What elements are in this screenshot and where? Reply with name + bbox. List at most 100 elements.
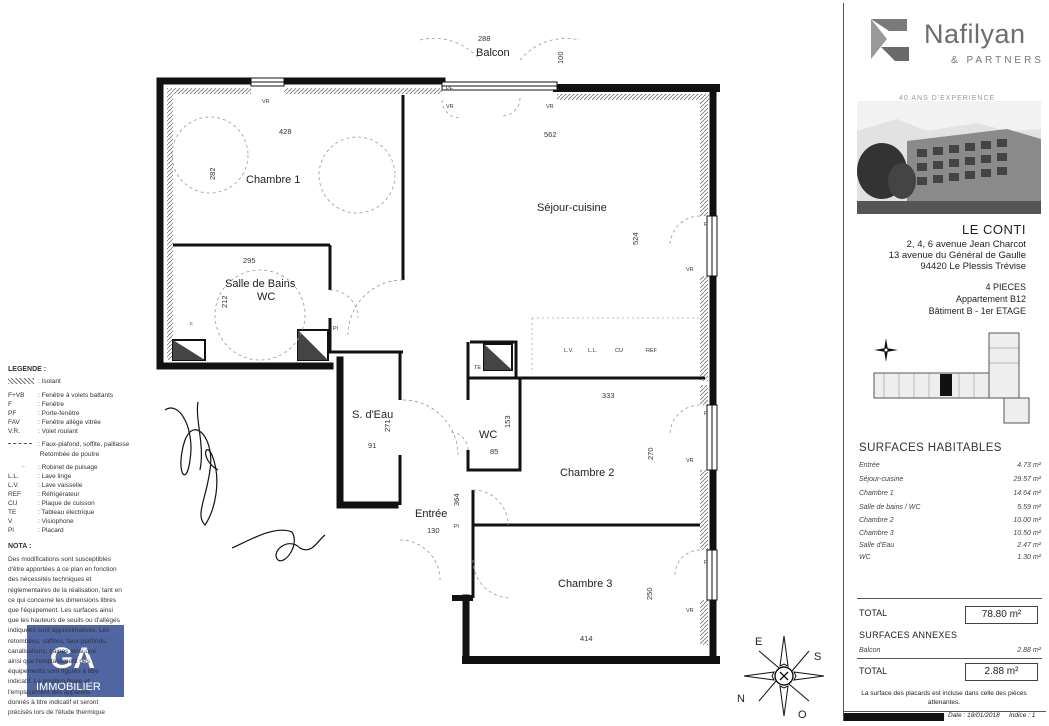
brand-mark-icon — [871, 19, 909, 61]
apartment-id: Appartement B12 — [955, 294, 1026, 304]
dim-sej-w: 562 — [544, 130, 557, 139]
brand-name: Nafilyan — [924, 19, 1026, 49]
watermark-logo: GA IMMOBILIER — [27, 625, 124, 697]
compass-e: E — [755, 636, 762, 648]
dim-ch3-h: 250 — [645, 587, 654, 600]
dim-seau-w: 91 — [368, 441, 376, 450]
tag-cu: CU — [615, 348, 623, 354]
signature-2 — [231, 529, 326, 562]
compass-letters: E S N O — [737, 636, 821, 721]
legend-item: : Faux-plafond, soffite, paillasse — [8, 441, 129, 448]
tag-vr-6: VR — [686, 608, 694, 614]
legend-item: REF: Réfrigérateur — [8, 491, 80, 498]
equipment-tags: VR PF VR VR VR VR VR F F F L.V. L.L. CU … — [190, 86, 708, 614]
legend-item: V.R.: Volet roulant — [8, 428, 78, 435]
legend-item: TE: Tableau électrique — [8, 509, 95, 516]
door-swings — [171, 38, 701, 599]
total-value: 78.80 m² — [965, 606, 1038, 624]
legend-item: F: Fenêtre — [8, 401, 65, 408]
legend-item: Retombée de poutre — [38, 451, 100, 458]
dim-sdb-w: 295 — [243, 256, 256, 265]
legend-title: LEGENDE : — [8, 366, 47, 373]
dim-ch1-w: 428 — [279, 127, 292, 136]
room-labels: Chambre 1 Séjour-cuisine Salle de Bains … — [225, 47, 614, 590]
title-block: Nafilyan & PARTNERS 40 ANS D'EXPERIENCE … — [843, 3, 1046, 721]
footnote-line-1: La surface des placards est incluse dans… — [861, 690, 1027, 697]
room-entree: Entrée — [415, 508, 447, 520]
tag-f-3: F — [704, 560, 708, 566]
site-key-plan — [873, 332, 1030, 424]
dim-ent-h: 364 — [452, 493, 461, 506]
note-title: NOTA : — [8, 543, 32, 550]
brand-logo: Nafilyan & PARTNERS 40 ANS D'EXPERIENCE … — [869, 15, 1044, 109]
address-line-3: 94420 Le Plessis Trévise — [920, 261, 1026, 272]
legend-item: CU: Plaque de cuisson — [8, 500, 95, 507]
dim-wc-h: 153 — [503, 415, 512, 428]
legend-item: V: Visiophone — [8, 518, 74, 525]
dim-sej-h: 524 — [631, 232, 640, 245]
tag-vr-4: VR — [686, 267, 694, 273]
kitchen-counter — [531, 317, 700, 372]
dim-ch1-h: 282 — [208, 167, 217, 180]
tag-lv: L.V. — [564, 348, 574, 354]
redaction-bar — [844, 713, 944, 721]
interior-walls — [173, 95, 705, 598]
tag-vr-2: VR — [446, 104, 454, 110]
legend-item: FAV: Fenêtre allège vitrée — [8, 419, 101, 426]
tag-f-2: F — [704, 411, 708, 417]
tag-pl-2: Pl — [454, 524, 459, 530]
watermark-big: GA — [50, 642, 95, 675]
dim-ch2-w: 333 — [602, 391, 615, 400]
insulation — [167, 88, 709, 645]
dim-balcony-depth: 100 — [556, 51, 565, 64]
compass-s: S — [814, 651, 821, 663]
dim-sdb-h: 212 — [220, 295, 229, 308]
dim-ch2-h: 270 — [646, 447, 655, 460]
room-seau: S. d'Eau — [352, 409, 393, 421]
windows — [250, 77, 718, 601]
project-name: LE CONTI — [962, 222, 1026, 237]
annex-total-value: 2.88 m² — [965, 663, 1038, 681]
legend-item: PF: Porte-fenêtre — [8, 410, 80, 417]
shafts — [172, 329, 513, 371]
tag-c: c — [190, 321, 193, 327]
tag-pl-1: Pl — [333, 326, 338, 332]
tag-te: TE — [474, 365, 481, 371]
brand-sub: & PARTNERS — [951, 55, 1044, 66]
divider — [857, 598, 1042, 599]
compass-n: N — [737, 693, 745, 705]
room-sejour: Séjour-cuisine — [537, 202, 607, 214]
room-wc: WC — [479, 429, 497, 441]
exterior-walls — [156, 77, 720, 664]
legend-item: : Isolant — [8, 378, 61, 385]
dim-seau-h: 271 — [383, 419, 392, 432]
legend-item: L.L.: Lave linge — [8, 473, 72, 480]
signature-1 — [164, 401, 219, 526]
floor-plan: Chambre 1 Séjour-cuisine Salle de Bains … — [27, 34, 825, 721]
date: Date : 18/01/2018 — [948, 712, 1000, 719]
total-label: TOTAL — [859, 608, 888, 618]
footnote-line-2: attenantes. — [927, 699, 961, 706]
balcony-label: Balcon — [476, 47, 510, 59]
compass-o: O — [798, 709, 807, 721]
dim-wc-w: 85 — [490, 447, 498, 456]
building-floor: Bâtiment B - 1er ETAGE — [928, 306, 1026, 316]
tag-ll: L.L. — [588, 348, 598, 354]
divider — [857, 658, 1042, 659]
tag-f-1: F — [704, 222, 708, 228]
dim-ch3-w: 414 — [580, 634, 593, 643]
address-line-1: 2, 4, 6 avenue Jean Charcot — [906, 239, 1026, 250]
legend-item: Pl: Placard — [8, 527, 64, 534]
room-sdb: Salle de Bains — [225, 278, 296, 290]
legend-item: ᐧᐧ: Robinet de puisage — [21, 464, 98, 471]
tag-vr-5: VR — [686, 458, 694, 464]
